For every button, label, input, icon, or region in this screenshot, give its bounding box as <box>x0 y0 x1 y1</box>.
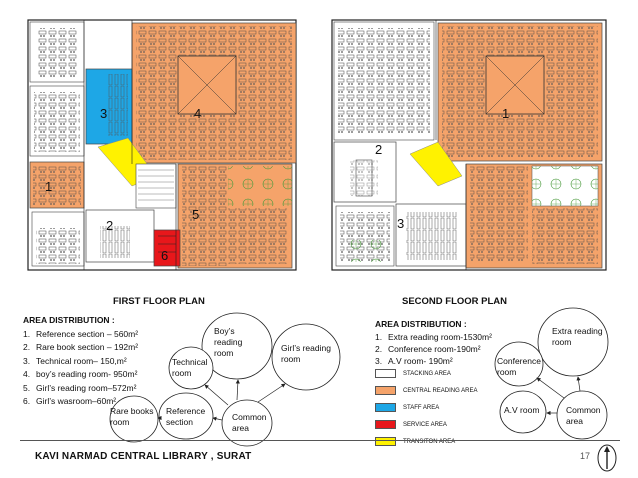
page-number: 17 <box>580 451 591 461</box>
bubble-label-rare: Rare books room <box>110 406 154 427</box>
first-floor-room-number: 2 <box>106 218 114 233</box>
color-legend: STACKING AREA CENTRAL READING AREA STAFF… <box>375 365 477 450</box>
first-floor-room-number: 3 <box>100 106 108 121</box>
connector <box>212 416 223 421</box>
first-floor-area-title: AREA DISTRIBUTION : <box>23 315 115 325</box>
legend-item: STAFF AREA <box>375 399 477 416</box>
area-item: 2.Conference room-190m² <box>375 344 481 354</box>
area-item: 3.Technical room– 150,m² <box>23 355 127 366</box>
bubble-label-av: A.V room <box>504 405 540 415</box>
bubble-label-conference: Conference room <box>497 356 541 377</box>
legend-swatch <box>375 437 396 446</box>
area-item: 5.Girl’s reading room–572m² <box>23 382 137 393</box>
second-floor-room-number: 3 <box>397 216 405 231</box>
bubble-label-extra: Extra reading room <box>552 326 603 347</box>
connector <box>536 377 565 399</box>
connector <box>204 384 229 406</box>
area-item: 6.Girl’s wasroom–60m² <box>23 396 117 407</box>
first-floor-room-number: 4 <box>194 106 202 121</box>
bubble-label-girls: Girl’s reading room <box>281 343 331 364</box>
area-item: 1.Reference section – 560m² <box>23 329 139 339</box>
bubble-label-boys: Boy’s reading room <box>214 326 243 358</box>
connector <box>257 383 286 403</box>
bubble-label-common-second: Common area <box>566 405 601 426</box>
second-floor-area-title: AREA DISTRIBUTION : <box>375 319 467 329</box>
second-floor-plan: 1 2 3 <box>326 14 620 286</box>
area-item: 4.boy’s reading room- 950m² <box>23 369 138 380</box>
second-floor-room-number: 2 <box>375 142 383 157</box>
area-item: 2.Rare book section – 192m² <box>23 342 139 353</box>
legend-item: TRANSITON AREA <box>375 433 477 450</box>
second-floor-caption: SECOND FLOOR PLAN <box>402 296 508 307</box>
area-item: 3.A.V room- 190m² <box>375 356 453 366</box>
first-floor-area-list: 1.Reference section – 560m² 2.Rare book … <box>23 328 138 408</box>
legend-item: STACKING AREA <box>375 365 477 382</box>
second-floor-area-list: 1.Extra reading room-1530m² 2.Conference… <box>375 331 492 367</box>
legend-swatch <box>375 369 396 378</box>
legend-swatch <box>375 420 396 429</box>
first-floor-plan: 1 2 3 4 5 6 <box>18 14 308 286</box>
first-floor-room-number: 6 <box>161 248 169 263</box>
legend-item: SERVICE AREA <box>375 416 477 433</box>
bubble-label-technical: Technical room <box>172 357 208 378</box>
transition-zone <box>409 141 463 187</box>
bubble-label-common-first: Common area <box>232 412 267 433</box>
first-floor-drawing <box>27 19 297 271</box>
connector <box>235 379 240 401</box>
second-floor-room-number: 1 <box>502 106 510 121</box>
footer-title: KAVI NARMAD CENTRAL LIBRARY , SURAT <box>35 451 252 462</box>
area-item: 1.Extra reading room-1530m² <box>375 332 492 342</box>
legend-item: CENTRAL READING AREA <box>375 382 477 399</box>
first-floor-room-number: 1 <box>45 179 53 194</box>
bubble-label-reference: Reference section <box>166 406 206 427</box>
north-arrow-icon <box>597 444 617 472</box>
first-floor-room-number: 5 <box>192 207 200 222</box>
second-floor-drawing <box>331 19 607 271</box>
legend-swatch <box>375 403 396 412</box>
connector <box>576 376 581 392</box>
footer-divider <box>20 440 620 441</box>
legend-swatch <box>375 386 396 395</box>
first-floor-caption: FIRST FLOOR PLAN <box>113 296 205 307</box>
